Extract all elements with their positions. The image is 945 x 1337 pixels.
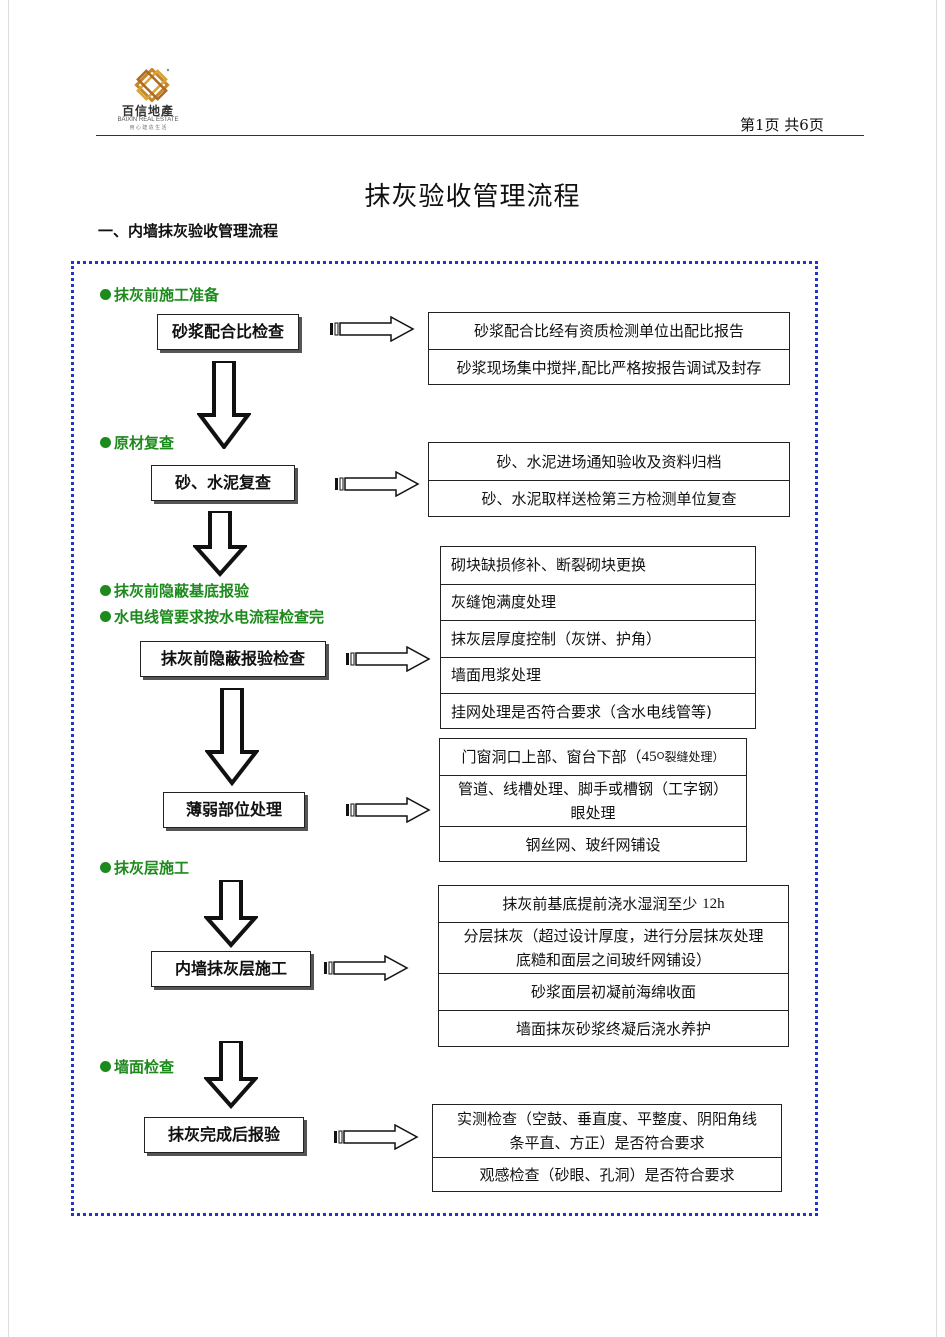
- detail-item: 墙面抹灰砂浆终凝后浇水养护: [439, 1010, 788, 1047]
- detail-item: 砂、水泥进场通知验收及资料归档: [496, 452, 722, 471]
- detail-item: 实测检查（空鼓、垂直度、平整度、阴阳角线 条平直、方正）是否符合要求: [456, 1110, 757, 1152]
- right-arrow-icon: [346, 797, 431, 823]
- header-rule: [96, 135, 864, 136]
- detail-item: 砂、水泥取样送检第三方检测单位复查: [429, 480, 789, 517]
- down-arrow-icon: [205, 688, 259, 786]
- detail-item: 抹灰层厚度控制（灰饼、护角）: [441, 620, 755, 657]
- detail-item: 观感检查（砂眼、孔洞）是否符合要求: [433, 1157, 781, 1192]
- company-logo-icon: [134, 68, 170, 103]
- bullet-icon: [100, 611, 111, 622]
- right-arrow-icon: [346, 646, 431, 672]
- stage-label-concealed: 抹灰前隐蔽基底报验: [100, 580, 249, 601]
- page-number: 第1页 共6页: [740, 116, 824, 134]
- detail-box-concealed: 砌块缺损修补、断裂砌块更换 灰缝饱满度处理 抹灰层厚度控制（灰饼、护角） 墙面甩…: [440, 546, 756, 729]
- down-arrow-icon: [204, 880, 258, 948]
- stage-label-mep: 水电线管要求按水电流程检查完: [100, 606, 324, 627]
- step-sand-cement-recheck: 砂、水泥复查: [151, 465, 295, 501]
- detail-item: 砌块缺损修补、断裂砌块更换: [451, 556, 647, 575]
- down-arrow-icon: [193, 511, 247, 577]
- right-arrow-icon: [335, 471, 420, 497]
- step-final-inspection: 抹灰完成后报验: [144, 1117, 304, 1153]
- detail-item: 管道、线槽处理、脚手或槽钢（工字钢） 眼处理: [440, 775, 746, 826]
- document-title: 抹灰验收管理流程: [364, 182, 581, 212]
- bullet-icon: [100, 289, 111, 300]
- right-arrow-icon: [334, 1124, 419, 1150]
- detail-box-plastering: 抹灰前基底提前浇水湿润至少 12h 分层抹灰（超过设计厚度，进行分层抹灰处理 底…: [438, 885, 789, 1047]
- stage-label-prep: 抹灰前施工准备: [100, 284, 219, 305]
- detail-item: 抹灰前基底提前浇水湿润至少 12h: [502, 895, 725, 913]
- detail-item: 分层抹灰（超过设计厚度，进行分层抹灰处理 底糙和面层之间玻纤网铺设）: [439, 922, 788, 973]
- page-edge-right: [936, 0, 937, 1337]
- detail-box-sand-cement: 砂、水泥进场通知验收及资料归档 砂、水泥取样送检第三方检测单位复查: [428, 442, 790, 517]
- detail-item: 砂浆面层初凝前海绵收面: [439, 973, 788, 1010]
- bullet-icon: [100, 585, 111, 596]
- detail-item: 墙面甩浆处理: [441, 656, 755, 694]
- step-mortar-ratio-check: 砂浆配合比检查: [157, 314, 299, 350]
- bullet-icon: [100, 1061, 111, 1072]
- detail-box-final-check: 实测检查（空鼓、垂直度、平整度、阴阳角线 条平直、方正）是否符合要求 观感检查（…: [432, 1104, 782, 1192]
- logo-name: 百信地產: [121, 104, 174, 118]
- step-concealed-inspection: 抹灰前隐蔽报验检查: [140, 641, 326, 677]
- step-weak-area-treatment: 薄弱部位处理: [163, 792, 305, 828]
- detail-item: 砂浆现场集中搅拌,配比严格按报告调试及封存: [429, 349, 789, 385]
- stage-label-material: 原材复查: [100, 432, 174, 453]
- bullet-icon: [100, 437, 111, 448]
- page-edge-left: [8, 0, 9, 1337]
- right-arrow-icon: [330, 316, 415, 342]
- down-arrow-icon: [204, 1041, 258, 1109]
- detail-item: 钢丝网、玻纤网铺设: [440, 826, 746, 862]
- stage-label-wall-check: 墙面检查: [100, 1056, 174, 1077]
- logo-subtitle: BAIXIN REAL ESTATE: [117, 117, 179, 123]
- right-arrow-icon: [324, 955, 409, 981]
- detail-item: 挂网处理是否符合要求（含水电线管等): [441, 693, 755, 730]
- detail-box-mortar: 砂浆配合比经有资质检测单位出配比报告 砂浆现场集中搅拌,配比严格按报告调试及封存: [428, 312, 790, 385]
- bullet-icon: [100, 862, 111, 873]
- detail-item: 灰缝饱满度处理: [441, 583, 755, 621]
- down-arrow-icon: [197, 361, 251, 449]
- detail-item: 砂浆配合比经有资质检测单位出配比报告: [473, 322, 744, 340]
- flow-frame: [71, 261, 818, 1216]
- stage-label-plaster: 抹灰层施工: [100, 857, 189, 878]
- step-interior-plastering: 内墙抹灰层施工: [151, 951, 311, 987]
- section-heading: 一、内墙抹灰验收管理流程: [98, 222, 279, 240]
- logo-slogan: 用 心 建 造 生 活: [129, 125, 167, 131]
